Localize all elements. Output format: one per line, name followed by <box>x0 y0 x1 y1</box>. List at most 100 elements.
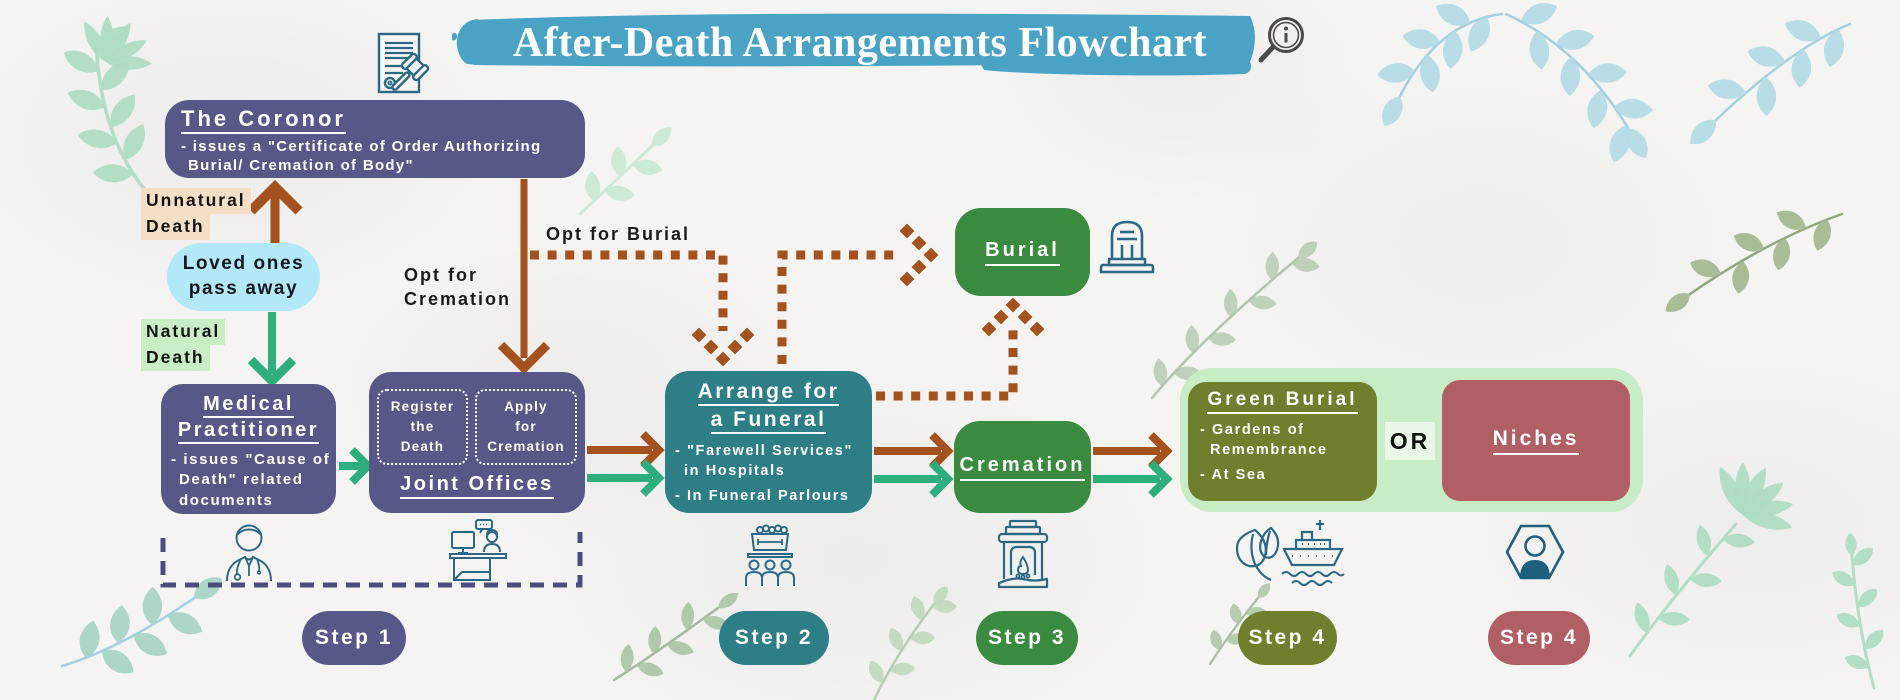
title-banner-brush <box>452 13 1255 76</box>
deco-branch-step2-right <box>868 586 957 700</box>
step-4-green-label: Step 4 <box>1248 626 1327 649</box>
register-death-line-3: Death <box>400 439 445 455</box>
subnode-register-death[interactable]: Register the Death <box>377 389 468 465</box>
document-gavel-icon <box>377 32 430 94</box>
funeral-service-icon <box>745 524 795 586</box>
green-burial-title: Green Burial <box>1207 390 1358 414</box>
medical-title: Medical Practitioner <box>161 392 336 444</box>
label-unnatural-death: Unnatural Death <box>141 188 251 240</box>
arrange-body-line-2: in Hospitals <box>684 463 786 480</box>
medical-title-line-2: Practitioner <box>177 420 320 444</box>
opt-cremation-line-1: Opt for <box>404 265 478 285</box>
apply-cremation-line-3: Cremation <box>487 439 565 455</box>
leaf-icon <box>1235 526 1280 582</box>
arrows-solid <box>247 179 1173 498</box>
badge-step-2: Step 2 <box>719 611 829 665</box>
badge-step-4-green: Step 4 <box>1238 611 1337 665</box>
node-loved-ones[interactable]: Loved ones pass away <box>167 243 320 311</box>
step-4-niches-label: Step 4 <box>1499 626 1579 649</box>
label-opt-for-burial: Opt for Burial <box>546 222 690 246</box>
bracket-step1 <box>160 532 583 588</box>
green-burial-body-line-2: Remembrance <box>1210 442 1328 459</box>
step-3-label: Step 3 <box>987 626 1067 649</box>
niches-title: Niches <box>1492 428 1580 455</box>
unnatural-death-line-2: Death <box>141 213 210 240</box>
green-burial-body: - Gardens of Remembrance - At Sea <box>1188 420 1377 485</box>
subnode-apply-cremation[interactable]: Apply for Cremation <box>475 389 577 465</box>
arrange-title-line-1: Arrange for <box>697 381 840 406</box>
badge-step-4-niches: Step 4 <box>1488 611 1590 665</box>
label-opt-for-cremation: Opt for Cremation <box>404 263 511 312</box>
medical-body-line-3: documents <box>179 491 274 509</box>
arrange-body: - "Farewell Services" in Hospitals - In … <box>665 441 872 506</box>
dashed-arrowheads <box>691 223 1045 367</box>
arrange-title: Arrange for a Funeral <box>665 378 872 434</box>
registration-desk-icon <box>449 519 507 581</box>
paths-dashed <box>530 250 1018 401</box>
niche-person-icon <box>1505 524 1565 580</box>
green-burial-title-row: Green Burial <box>1188 389 1377 414</box>
coroner-title: The Coronor <box>181 108 346 134</box>
joint-offices-title: Joint Offices <box>400 474 554 499</box>
register-death-line-1: Register <box>390 398 455 414</box>
doctor-icon <box>226 524 272 582</box>
tombstone-icon <box>1099 220 1155 274</box>
badge-step-3: Step 3 <box>976 611 1078 665</box>
apply-cremation-line-2: for <box>515 418 537 434</box>
node-coroner[interactable]: The Coronor - issues a "Certificate of O… <box>165 100 585 178</box>
joint-offices-title-row: Joint Offices <box>369 473 585 499</box>
label-or: OR <box>1385 422 1435 460</box>
arrange-title-line-2: a Funeral <box>710 409 827 434</box>
cremation-furnace-icon <box>997 519 1049 589</box>
medical-body-line-2: Death" related <box>179 471 304 489</box>
badge-step-1: Step 1 <box>302 611 406 665</box>
medical-body: - issues "Cause of Death" related docume… <box>161 450 336 511</box>
burial-title-row: Burial <box>985 239 1060 266</box>
label-natural-death: Natural Death <box>141 319 226 371</box>
step-2-label: Step 2 <box>734 626 814 649</box>
deco-branch-top-left <box>63 16 154 200</box>
cremation-title-row: Cremation <box>959 454 1086 481</box>
deco-flower-right <box>1628 462 1794 658</box>
node-medical-practitioner[interactable]: Medical Practitioner - issues "Cause of … <box>161 384 336 514</box>
deco-branch-step2-left <box>612 592 739 682</box>
step-1-label: Step 1 <box>314 626 394 649</box>
deco-sprig-coroner <box>578 127 672 216</box>
node-arrange-funeral[interactable]: Arrange for a Funeral - "Farewell Servic… <box>665 371 872 513</box>
coroner-title-row: The Coronor <box>181 106 585 134</box>
node-burial[interactable]: Burial <box>955 208 1090 296</box>
ship-icon <box>1281 520 1345 586</box>
natural-death-line-2: Death <box>141 344 210 371</box>
magnifier-info-icon[interactable] <box>1251 14 1309 68</box>
opt-burial-text: Opt for Burial <box>546 224 690 244</box>
node-joint-offices[interactable]: Register the Death Apply for Cremation J… <box>369 372 585 513</box>
node-niches[interactable]: Niches <box>1442 380 1630 501</box>
register-death-line-2: the <box>410 418 435 434</box>
loved-ones-line-1: Loved ones <box>182 253 305 275</box>
deco-branch-bottom-right <box>1832 533 1884 690</box>
deco-branch-top-right <box>1690 20 1852 145</box>
niches-title-row: Niches <box>1492 427 1580 455</box>
cremation-title: Cremation <box>959 455 1086 481</box>
or-text: OR <box>1389 427 1431 454</box>
arrange-body-line-1: - "Farewell Services" <box>675 443 853 459</box>
deco-branch-right-sage <box>1665 210 1844 312</box>
green-burial-body-line-3: - At Sea <box>1200 466 1267 483</box>
coroner-body-1: - issues a "Certificate of Order Authori… <box>181 138 542 155</box>
natural-death-line-1: Natural <box>141 319 226 345</box>
medical-body-line-1: - issues "Cause of <box>171 451 331 468</box>
medical-title-line-1: Medical <box>203 394 294 418</box>
deco-branch-bottom-left <box>60 577 222 674</box>
green-burial-body-line-1: - Gardens of <box>1200 422 1305 438</box>
node-green-burial[interactable]: Green Burial - Gardens of Remembrance - … <box>1188 382 1377 501</box>
arrange-body-line-3: - In Funeral Parlours <box>675 487 850 504</box>
opt-cremation-line-2: Cremation <box>404 289 512 310</box>
apply-cremation-line-1: Apply <box>504 398 548 414</box>
deco-branch-top-center <box>1377 3 1653 163</box>
burial-title: Burial <box>985 240 1060 266</box>
node-cremation[interactable]: Cremation <box>954 421 1091 513</box>
unnatural-death-line-1: Unnatural <box>141 188 251 214</box>
page-title: After-Death Arrangements Flowchart <box>512 20 1208 66</box>
